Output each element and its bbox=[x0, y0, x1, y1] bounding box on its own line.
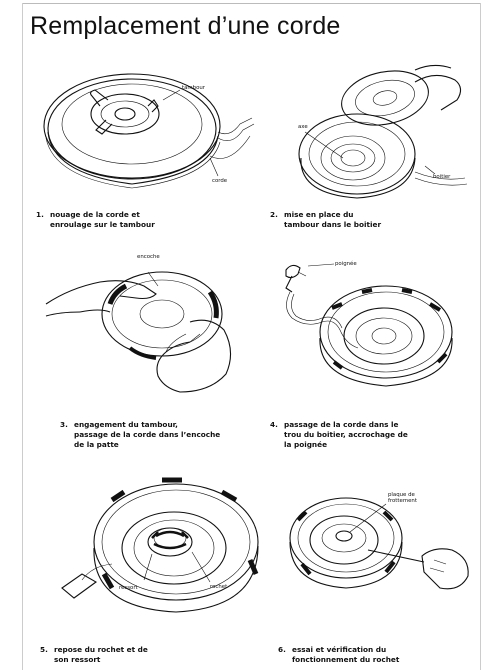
caption-line: passage de la corde dans l’encoche bbox=[74, 430, 220, 439]
caption-step-5: 5.repose du rochet et de son ressort bbox=[40, 645, 148, 665]
page-border-left bbox=[22, 3, 23, 670]
caption-step-2: 2.mise en place du tambour dans le boiti… bbox=[270, 210, 381, 230]
ratchet-test-drawing bbox=[284, 480, 474, 612]
drum-winding-drawing bbox=[40, 66, 255, 206]
label-poignee: poignée bbox=[335, 261, 357, 267]
caption-step-4: 4.passage de la corde dans le trou du bo… bbox=[270, 420, 408, 450]
label-axe: axe bbox=[298, 124, 308, 130]
label-tambour: tambour bbox=[182, 85, 205, 91]
label-corde: corde bbox=[212, 178, 227, 184]
caption-line: repose du rochet et de bbox=[54, 645, 148, 654]
label-rochet: rochet bbox=[210, 584, 227, 590]
illustration-step-6: plaque de frottement bbox=[284, 480, 474, 612]
label-line: frottement bbox=[388, 498, 417, 504]
illustration-step-1: tambour corde bbox=[40, 66, 255, 206]
caption-line: enroulage sur le tambour bbox=[50, 220, 155, 229]
label-encoche: encoche bbox=[137, 254, 160, 260]
step-number: 5. bbox=[40, 645, 54, 655]
caption-line: la poignée bbox=[284, 440, 327, 449]
label-boitier: boitier bbox=[433, 174, 450, 180]
caption-step-3: 3.engagement du tambour, passage de la c… bbox=[60, 420, 220, 450]
page-title: Remplacement d’une corde bbox=[30, 12, 341, 41]
illustration-step-2: axe boitier bbox=[265, 62, 470, 212]
drum-engagement-drawing bbox=[40, 252, 260, 400]
caption-line: fonctionnement du rochet bbox=[292, 655, 399, 664]
illustration-step-5: ressort rochet bbox=[52, 470, 274, 620]
drum-in-housing-drawing bbox=[265, 62, 470, 212]
caption-line: nouage de la corde et bbox=[50, 210, 140, 219]
caption-step-1: 1.nouage de la corde et enroulage sur le… bbox=[36, 210, 155, 230]
step-number: 4. bbox=[270, 420, 284, 430]
caption-line: mise en place du bbox=[284, 210, 354, 219]
step-number: 1. bbox=[36, 210, 50, 220]
step-number: 3. bbox=[60, 420, 74, 430]
caption-line: son ressort bbox=[54, 655, 100, 664]
page-border-top bbox=[22, 3, 481, 4]
label-plaque-de-frottement: plaque de frottement bbox=[388, 492, 417, 504]
caption-line: de la patte bbox=[74, 440, 119, 449]
caption-step-6: 6.essai et vérification du fonctionnemen… bbox=[278, 645, 399, 665]
caption-line: tambour dans le boitier bbox=[284, 220, 381, 229]
caption-line: essai et vérification du bbox=[292, 645, 386, 654]
caption-line: passage de la corde dans le bbox=[284, 420, 398, 429]
illustration-step-4: poignée bbox=[262, 248, 474, 408]
caption-line: engagement du tambour, bbox=[74, 420, 178, 429]
ratchet-spring-drawing bbox=[52, 470, 274, 620]
illustration-step-3: encoche bbox=[40, 252, 260, 400]
step-number: 6. bbox=[278, 645, 292, 655]
caption-line: trou du boitier, accrochage de bbox=[284, 430, 408, 439]
step-number: 2. bbox=[270, 210, 284, 220]
label-ressort: ressort bbox=[119, 585, 138, 591]
page-border-right bbox=[480, 3, 481, 670]
rope-through-housing-drawing bbox=[262, 248, 474, 408]
